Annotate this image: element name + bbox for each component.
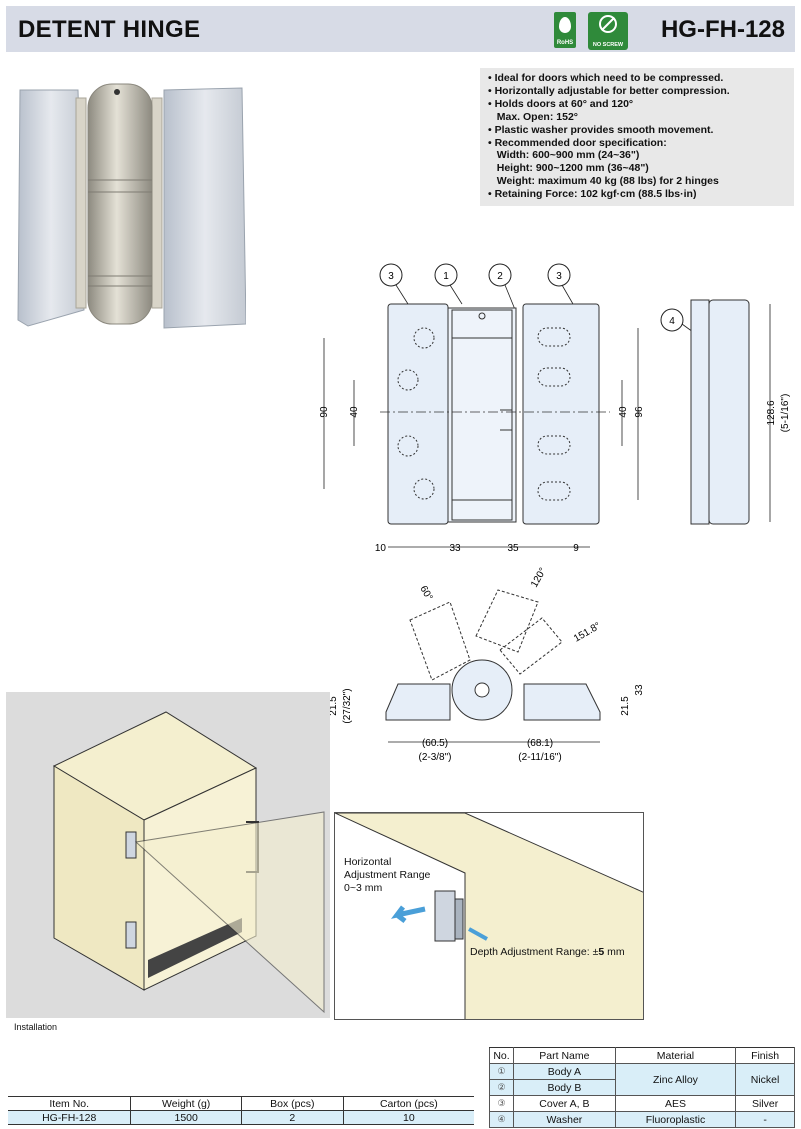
dim-21-5-inch: (27/32") (342, 688, 353, 723)
dim-68-1: (68.1) (527, 738, 553, 749)
dim-68-1-inch: (2-11/16") (518, 752, 561, 763)
part-name: Washer (513, 1111, 616, 1128)
balloon-label: 2 (497, 271, 503, 282)
dim-33: 33 (449, 543, 461, 554)
part-name: Cover A, B (513, 1095, 616, 1112)
no-screw-badge-icon: NO SCREW (588, 12, 628, 50)
item-header: Carton (pcs) (343, 1096, 474, 1111)
dim-40-right: 40 (618, 406, 629, 418)
rohs-badge-icon: RoHS (554, 12, 576, 48)
dim-10: 10 (375, 543, 387, 554)
part-name: Body B (513, 1079, 616, 1096)
dim-128-6: 128.6 (766, 400, 777, 425)
item-header: Item No. (8, 1096, 132, 1111)
technical-drawing: 3 1 2 3 90 40 40 96 10 33 35 9 (319, 263, 791, 763)
installation-detail (334, 812, 644, 1020)
angle-60: 60° (417, 584, 434, 603)
part-name: Body A (513, 1063, 616, 1080)
item-header: Weight (g) (130, 1096, 242, 1111)
dim-128-6-inch: (5-1/16") (780, 394, 791, 433)
item-cell: HG-FH-128 (8, 1110, 132, 1125)
page-title: DETENT HINGE (18, 16, 201, 43)
part-material: Zinc Alloy (614, 1063, 737, 1096)
dim-9: 9 (573, 543, 579, 554)
dim-21-5: 21.5 (328, 696, 339, 716)
feature-line: • Holds doors at 60° and 120° (488, 97, 634, 110)
feature-line: • Retaining Force: 102 kgf·cm (88.5 lbs·… (488, 188, 697, 201)
feature-list: • Ideal for doors which need to be compr… (480, 68, 794, 206)
dim-90: 90 (319, 406, 330, 418)
balloon-3-left (379, 263, 403, 287)
balloon-label: 4 (669, 316, 675, 327)
dim-40-left: 40 (349, 406, 360, 418)
part-material: AES (614, 1095, 737, 1112)
installation-caption: Installation (14, 1022, 58, 1032)
dim-33-top: 33 (634, 684, 645, 696)
balloon-label: 3 (388, 271, 394, 282)
item-header: Box (pcs) (241, 1096, 344, 1111)
angle-151-8: 151.8° (572, 621, 603, 645)
parts-header: Material (614, 1047, 737, 1064)
parts-header: Finish (735, 1047, 795, 1064)
item-cell: 1500 (130, 1110, 242, 1125)
item-cell: 2 (241, 1110, 344, 1125)
feature-line: • Ideal for doors which need to be compr… (488, 72, 724, 84)
installation-scene (6, 692, 330, 1018)
part-no: ③ (489, 1095, 514, 1112)
horizontal-adjustment-label: Horizontal Adjustment Range 0~3 mm (344, 856, 431, 894)
balloon-label: 3 (556, 271, 562, 282)
feature-line: • Recommended door specification: (488, 136, 667, 149)
angle-120: 120° (529, 566, 549, 589)
feature-line: Max. Open: 152° (488, 110, 578, 123)
part-finish: Silver (735, 1095, 795, 1112)
dim-21-5-right: 21.5 (620, 696, 631, 716)
part-material: Fluoroplastic (614, 1111, 737, 1128)
parts-header: Part Name (513, 1047, 616, 1064)
model-number: HG-FH-128 (660, 16, 785, 43)
feature-line: Height: 900~1200 mm (36~48") (488, 162, 649, 175)
parts-table: No. Part Name Material Finish ① Body A Z… (489, 1047, 795, 1128)
hinge-photo (17, 83, 246, 329)
feature-line: • Horizontally adjustable for better com… (488, 84, 730, 97)
depth-adjustment-label: Depth Adjustment Range: ±5 mm (470, 946, 625, 958)
balloon-label: 1 (443, 271, 449, 282)
part-finish: - (735, 1111, 795, 1128)
part-finish: Nickel (735, 1063, 795, 1096)
dim-60-5-inch: (2-3/8") (418, 752, 451, 763)
feature-line: • Plastic washer provides smooth movemen… (488, 123, 714, 136)
part-no: ② (489, 1079, 514, 1096)
item-table: Item No. Weight (g) Box (pcs) Carton (pc… (8, 1096, 474, 1125)
parts-header: No. (489, 1047, 514, 1064)
header-bar: DETENT HINGE RoHS NO SCREW HG-FH-128 (6, 6, 795, 52)
dim-96: 96 (634, 406, 645, 418)
dim-35: 35 (507, 543, 519, 554)
dim-60-5: (60.5) (422, 738, 448, 749)
feature-line: Weight: maximum 40 kg (88 lbs) for 2 hin… (488, 175, 719, 188)
part-no: ④ (489, 1111, 514, 1128)
feature-line: Width: 600~900 mm (24~36") (488, 149, 640, 162)
item-cell: 10 (343, 1110, 474, 1125)
part-no: ① (489, 1063, 514, 1080)
